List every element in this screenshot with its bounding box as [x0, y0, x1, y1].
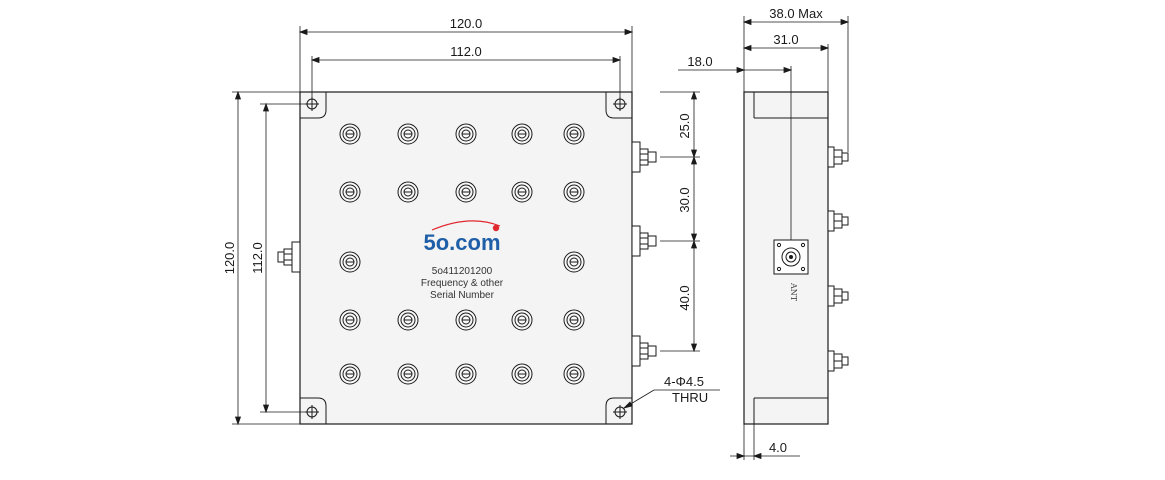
- side-connector-icon: [827, 350, 849, 372]
- left-sma-connector: [277, 241, 301, 273]
- dim-hole-width: 112.0: [450, 44, 482, 59]
- left-dimensions: [232, 90, 306, 426]
- tuning-screw-icon: [563, 363, 585, 385]
- tuning-screw-icon: [511, 309, 533, 331]
- tuning-screw-icon: [339, 309, 361, 331]
- front-view: 5o.com 5o411201200 Frequency & other Ser…: [222, 16, 720, 426]
- dim-outer-height: 120.0: [222, 242, 237, 275]
- tuning-screw-icon: [563, 181, 585, 203]
- tuning-screw-icon: [397, 123, 419, 145]
- tuning-screw-icon: [563, 251, 585, 273]
- side-dimensions: [678, 16, 850, 460]
- tuning-screw-icon: [397, 309, 419, 331]
- tuning-screw-icon: [339, 123, 361, 145]
- right-sma-connectors: [631, 141, 657, 367]
- side-view: ANT 38.0 Max 31.0 18.0 4.0: [678, 6, 850, 460]
- model-number: 5o411201200: [432, 266, 493, 277]
- tuning-screw-icon: [397, 363, 419, 385]
- dim-outer-width: 120.0: [450, 16, 483, 31]
- label-serial: Serial Number: [430, 290, 495, 301]
- tuning-screw-icon: [397, 181, 419, 203]
- dim-spacing-1: 25.0: [677, 113, 692, 138]
- tuning-screw-icon: [455, 309, 477, 331]
- logo-swoosh-icon: [431, 220, 501, 231]
- dim-max-depth: 38.0 Max: [769, 6, 823, 21]
- tuning-screw-icon: [563, 309, 585, 331]
- tuning-screw-icon: [563, 123, 585, 145]
- corner-mounting-holes: [300, 92, 632, 424]
- tuning-screw-icon: [511, 363, 533, 385]
- hole-note-leader: [622, 389, 720, 409]
- logo-text: 5o.com: [423, 230, 500, 255]
- label-frequency: Frequency & other: [421, 278, 504, 289]
- dim-ant-depth: 18.0: [687, 54, 712, 69]
- tuning-screw-icon: [339, 181, 361, 203]
- ant-label: ANT: [789, 282, 798, 302]
- tuning-screw-grid: [339, 123, 585, 385]
- dim-spacing-2: 30.0: [677, 187, 692, 212]
- dim-spacing-3: 40.0: [677, 285, 692, 310]
- ant-connector: [773, 239, 809, 275]
- side-connector-icon: [827, 146, 849, 168]
- tuning-screw-icon: [511, 123, 533, 145]
- tuning-screw-icon: [455, 363, 477, 385]
- side-sma-connectors: [827, 146, 849, 372]
- tuning-screw-icon: [455, 181, 477, 203]
- hole-note-diameter: 4-Φ4.5: [664, 374, 704, 389]
- tuning-screw-icon: [511, 181, 533, 203]
- tuning-screw-icon: [455, 123, 477, 145]
- hole-note-thru: THRU: [672, 390, 708, 405]
- dim-connector-depth: 31.0: [773, 32, 798, 47]
- side-connector-icon: [827, 210, 849, 232]
- top-dimensions: [298, 26, 634, 98]
- connector-spacing-dimensions: [660, 90, 700, 353]
- logo-dot-icon: [492, 224, 500, 232]
- dim-flange: 4.0: [769, 440, 787, 455]
- tuning-screw-icon: [339, 363, 361, 385]
- side-connector-icon: [827, 285, 849, 307]
- dim-hole-height: 112.0: [250, 242, 265, 274]
- tuning-screw-icon: [339, 251, 361, 273]
